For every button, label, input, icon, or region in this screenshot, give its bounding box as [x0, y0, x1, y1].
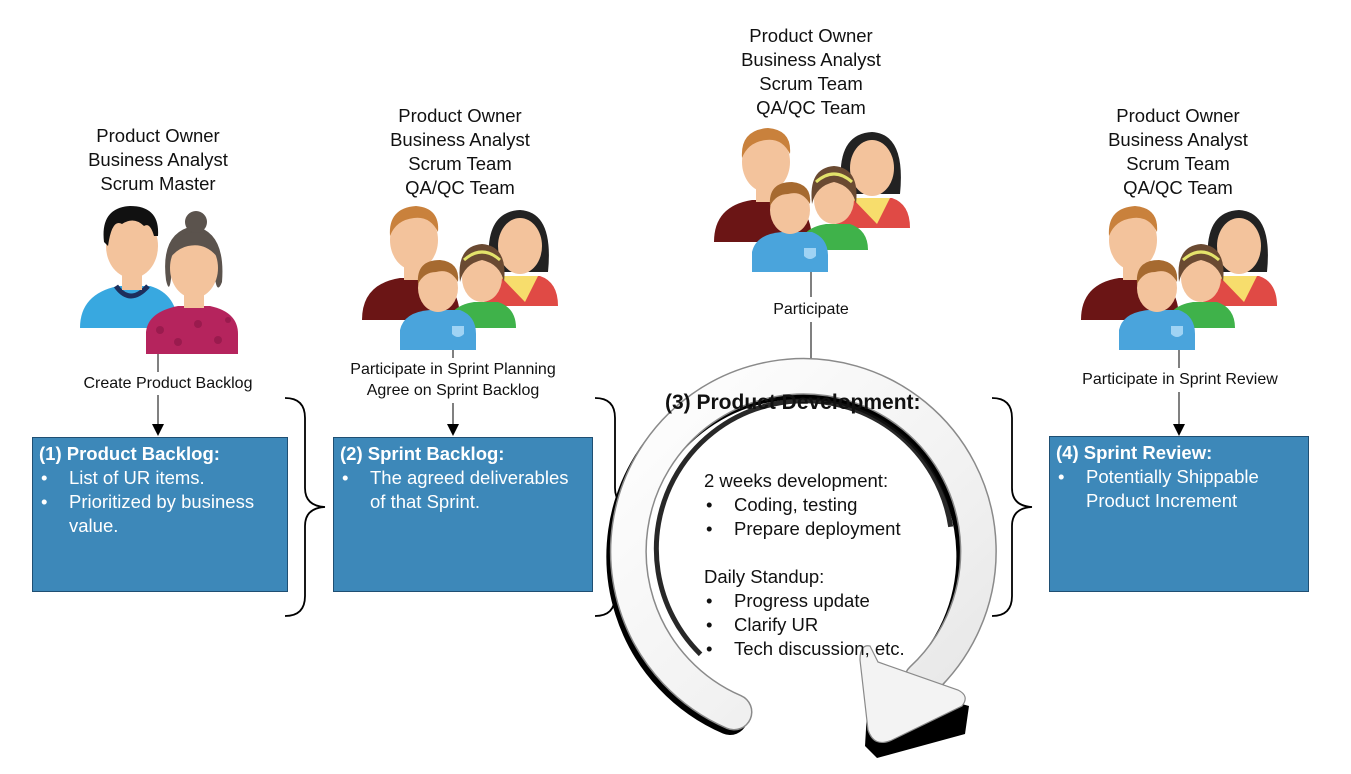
role-label: QA/QC Team [756, 97, 866, 118]
team-people-icon [712, 124, 912, 272]
box-title: (2) Sprint Backlog: [340, 443, 505, 464]
role-label: QA/QC Team [405, 177, 515, 198]
spacer [704, 541, 964, 565]
arrowhead [1173, 424, 1185, 436]
roles-stage-3: Product Owner Business Analyst Scrum Tea… [711, 24, 911, 120]
role-label: Scrum Team [759, 73, 863, 94]
role-label: Scrum Master [100, 173, 216, 194]
two-people-icon [78, 202, 240, 354]
action-label-stage-3: Participate [760, 299, 862, 320]
section-heading: 2 weeks development: [704, 470, 889, 491]
arrowhead [152, 424, 164, 436]
sprint-backlog-box: (2) Sprint Backlog: The agreed deliverab… [333, 437, 593, 592]
bullet-item: Prioritized by business value. [39, 490, 281, 538]
section-heading: Daily Standup: [704, 566, 825, 587]
dev-bullets: Coding, testing Prepare deployment [704, 493, 964, 541]
product-development-details: 2 weeks development: Coding, testing Pre… [704, 469, 964, 661]
arrowhead [447, 424, 459, 436]
role-label: Scrum Team [1126, 153, 1230, 174]
role-label: QA/QC Team [1123, 177, 1233, 198]
box-title: (4) Sprint Review: [1056, 442, 1213, 463]
role-label: Business Analyst [1108, 129, 1248, 150]
roles-stage-1: Product Owner Business Analyst Scrum Mas… [58, 124, 258, 196]
action-label-stage-1: Create Product Backlog [58, 373, 278, 394]
team-people-icon [360, 202, 560, 350]
bullet-item: Prepare deployment [704, 517, 964, 541]
bullet-item: Clarify UR [704, 613, 964, 637]
action-label-stage-2: Participate in Sprint Planning Agree on … [338, 359, 568, 401]
roles-stage-2: Product Owner Business Analyst Scrum Tea… [360, 104, 560, 200]
box-bullets: List of UR items. Prioritized by busines… [39, 466, 281, 538]
team-people-icon [1079, 202, 1279, 350]
brace-3 [991, 397, 1033, 617]
role-label: Business Analyst [390, 129, 530, 150]
role-label: Product Owner [1116, 105, 1240, 126]
bullet-item: Progress update [704, 589, 964, 613]
box-title: (1) Product Backlog: [39, 443, 220, 464]
role-label: Product Owner [749, 25, 873, 46]
brace-1 [284, 397, 326, 617]
bullet-item: Coding, testing [704, 493, 964, 517]
product-backlog-box: (1) Product Backlog: List of UR items. P… [32, 437, 288, 592]
bullet-item: List of UR items. [39, 466, 281, 490]
sprint-review-box: (4) Sprint Review: Potentially Shippable… [1049, 436, 1309, 592]
role-label: Product Owner [96, 125, 220, 146]
bullet-item: Tech discussion, etc. [704, 637, 964, 661]
bullet-item: Potentially Shippable Product Increment [1056, 465, 1302, 513]
role-label: Business Analyst [741, 49, 881, 70]
box-bullets: Potentially Shippable Product Increment [1056, 465, 1302, 513]
cycle-arrow-icon [606, 357, 997, 758]
action-label-stage-4: Participate in Sprint Review [1070, 369, 1290, 390]
role-label: Business Analyst [88, 149, 228, 170]
role-label: Scrum Team [408, 153, 512, 174]
box-bullets: The agreed deliverables of that Sprint. [340, 466, 586, 514]
dev-bullets: Progress update Clarify UR Tech discussi… [704, 589, 964, 661]
bullet-item: The agreed deliverables of that Sprint. [340, 466, 586, 514]
product-development-title: (3) Product Development: [665, 391, 921, 414]
role-label: Product Owner [398, 105, 522, 126]
roles-stage-4: Product Owner Business Analyst Scrum Tea… [1078, 104, 1278, 200]
